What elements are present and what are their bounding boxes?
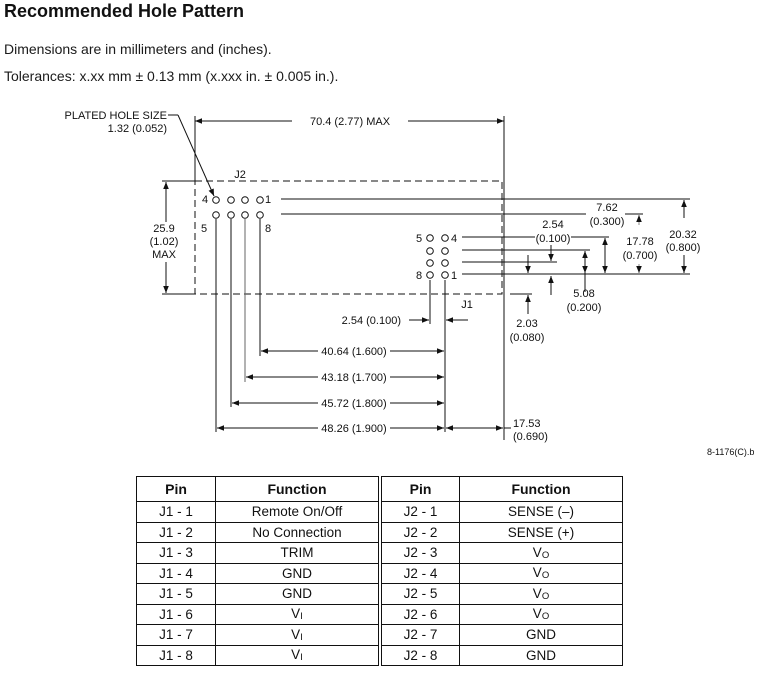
j2-pin-4-label: 4 [202, 194, 208, 206]
j1-function-cell: VI [215, 624, 381, 646]
j1-function-cell: TRIM [215, 542, 381, 564]
j2-pin-cell: J2 - 7 [378, 624, 460, 646]
dim-43-18: 43.18 (1.700) [321, 372, 386, 384]
figure-id: 8-1176(C).b [707, 447, 755, 457]
units-note: Dimensions are in millimeters and (inche… [4, 41, 272, 57]
j2-pin-cell: J2 - 3 [378, 542, 460, 564]
dim-5-08-in: (0.200) [567, 302, 602, 314]
j1-function-cell: No Connection [215, 521, 381, 543]
j2-holes [212, 196, 264, 219]
j2-pin-cell: J2 - 4 [378, 562, 460, 584]
j1-pin-cell: J1 - 7 [136, 624, 216, 646]
page-title: Recommended Hole Pattern [4, 1, 245, 21]
dim-40-64: 40.64 (1.600) [321, 346, 386, 358]
j2-function-cell: GND [459, 644, 623, 666]
header-j2-function: Function [459, 476, 623, 502]
dim-5-08-mm: 5.08 [573, 288, 594, 300]
j1-holes [426, 234, 449, 279]
j2-function-cell: SENSE (–) [459, 501, 623, 523]
plated-hole-value: 1.32 (0.052) [108, 123, 167, 135]
j1-pin-cell: J1 - 5 [136, 583, 216, 605]
j1-function-cell: VI [215, 603, 381, 625]
dim-17-78-in: (0.700) [623, 250, 658, 262]
j1-label: J1 [461, 299, 473, 311]
j2-pin-cell: J2 - 2 [378, 521, 460, 543]
j1-pin-cell: J1 - 8 [136, 644, 216, 666]
j1-pin-8-label: 8 [416, 270, 422, 282]
j1-pin-4-label: 4 [451, 233, 457, 245]
j2-function-cell: VO [459, 542, 623, 564]
header-j2-pin: Pin [378, 476, 460, 502]
dim-45-72: 45.72 (1.800) [321, 398, 386, 410]
j2-pin-cell: J2 - 5 [378, 583, 460, 605]
leader-arrow [177, 114, 215, 197]
dim-17-53-in: (0.690) [513, 431, 548, 443]
j2-pin-1-label: 1 [265, 194, 271, 206]
dim-17-78-mm: 17.78 [626, 236, 654, 248]
j1-function-cell: Remote On/Off [215, 501, 381, 523]
j1-pin-5-label: 5 [416, 233, 422, 245]
j2-function-cell: VO [459, 583, 623, 605]
j2-pin-5-label: 5 [201, 223, 207, 235]
dim-17-53-mm: 17.53 [513, 418, 541, 430]
j2-pin-8-label: 8 [265, 223, 271, 235]
tolerance-note: Tolerances: x.xx mm ± 0.13 mm (x.xxx in.… [4, 68, 339, 84]
j2-pin-cell: J2 - 1 [378, 501, 460, 523]
j1-function-cell: GND [215, 562, 381, 584]
j2-pin-cell: J2 - 6 [378, 603, 460, 625]
plated-hole-label: PLATED HOLE SIZE [65, 110, 168, 122]
dim-48-26: 48.26 (1.900) [321, 423, 386, 435]
j2-label: J2 [234, 169, 246, 181]
j2-function-cell: VO [459, 562, 623, 584]
header-j1-pin: Pin [136, 476, 216, 502]
j1-pin-1-label: 1 [451, 270, 457, 282]
dim-7-62-in: (0.300) [590, 216, 625, 228]
j1-pin-cell: J1 - 6 [136, 603, 216, 625]
j2-function-cell: SENSE (+) [459, 521, 623, 543]
header-j1-function: Function [215, 476, 381, 502]
dim-20-32-in: (0.800) [666, 242, 701, 254]
j1-pin-cell: J1 - 3 [136, 542, 216, 564]
dim-2-03-in: (0.080) [510, 332, 545, 344]
dim-2-54-v-mm: 2.54 [542, 219, 563, 231]
dim-20-32-mm: 20.32 [669, 229, 697, 241]
j1-pin-cell: J1 - 2 [136, 521, 216, 543]
dim-7-62-mm: 7.62 [596, 202, 617, 214]
j1-function-cell: GND [215, 583, 381, 605]
overall-height-max: MAX [152, 249, 177, 261]
j2-function-cell: VO [459, 603, 623, 625]
overall-height-mm: 25.9 [153, 223, 174, 235]
table-header-row: Pin Function Pin Function [136, 476, 623, 502]
overall-width-label: 70.4 (2.77) MAX [310, 116, 391, 128]
j1-pin-cell: J1 - 4 [136, 562, 216, 584]
j2-pin-cell: J2 - 8 [378, 644, 460, 666]
j1-pin-cell: J1 - 1 [136, 501, 216, 523]
overall-height-in: (1.02) [150, 236, 179, 248]
hole-pattern-drawing: PLATED HOLE SIZE 1.32 (0.052) 70.4 (2.77… [65, 110, 701, 443]
dim-2-03-mm: 2.03 [516, 318, 537, 330]
j2-function-cell: GND [459, 624, 623, 646]
dim-2-54-h: 2.54 (0.100) [342, 315, 401, 327]
j1-function-cell: VI [215, 644, 381, 666]
dim-2-54-v-in: (0.100) [536, 233, 571, 245]
